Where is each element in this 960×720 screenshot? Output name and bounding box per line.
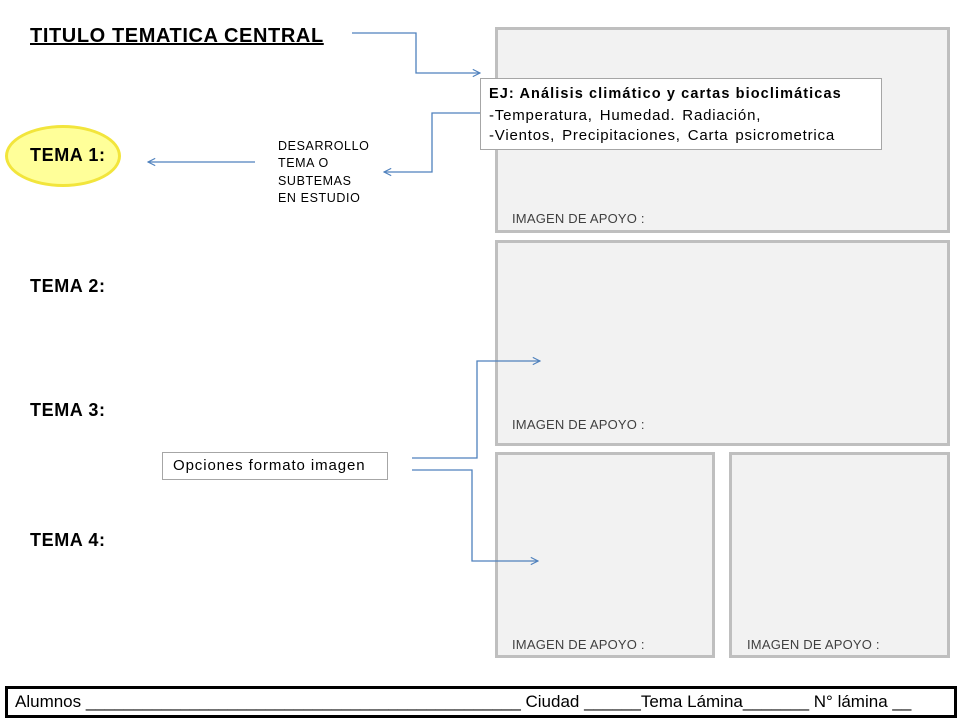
arrow-example-to-development <box>384 112 480 172</box>
tema-4-label: TEMA 4: <box>30 530 106 550</box>
tema-1-highlight-ellipse <box>5 125 121 187</box>
development-note: DESARROLLO TEMA O SUBTEMAS EN ESTUDIO <box>278 138 369 207</box>
footer-info-bar: Alumnos ________________________________… <box>5 686 957 718</box>
example-line: -Vientos, Precipitaciones, Carta psicrom… <box>489 127 835 144</box>
support-image-panel-4: IMAGEN DE APOYO : <box>729 452 950 658</box>
support-image-label: IMAGEN DE APOYO : <box>747 637 880 652</box>
central-theme-title: TITULO TEMATICA CENTRAL <box>30 25 324 47</box>
development-note-line: SUBTEMAS <box>278 173 352 188</box>
tema-3-label: TEMA 3: <box>30 400 106 420</box>
development-note-line: EN ESTUDIO <box>278 190 361 205</box>
example-textbox: EJ: Análisis climático y cartas bioclimá… <box>480 78 882 150</box>
support-image-panel-3: IMAGEN DE APOYO : <box>495 452 715 658</box>
support-image-panel-2: IMAGEN DE APOYO : <box>495 240 950 446</box>
development-note-line: TEMA O <box>278 156 329 171</box>
arrow-title-to-example <box>352 32 480 73</box>
tema-2-label: TEMA 2: <box>30 276 106 296</box>
tema-1-label: TEMA 1: <box>30 145 106 165</box>
development-note-line: DESARROLLO <box>278 139 370 153</box>
support-image-label: IMAGEN DE APOYO : <box>512 211 645 226</box>
support-image-label: IMAGEN DE APOYO : <box>512 417 645 432</box>
example-heading: EJ: Análisis climático y cartas bioclimá… <box>489 86 842 102</box>
image-format-options-box: Opciones formato imagen <box>162 452 388 480</box>
example-line: -Temperatura, Humedad. Radiación, <box>489 107 762 124</box>
support-image-label: IMAGEN DE APOYO : <box>512 637 645 652</box>
